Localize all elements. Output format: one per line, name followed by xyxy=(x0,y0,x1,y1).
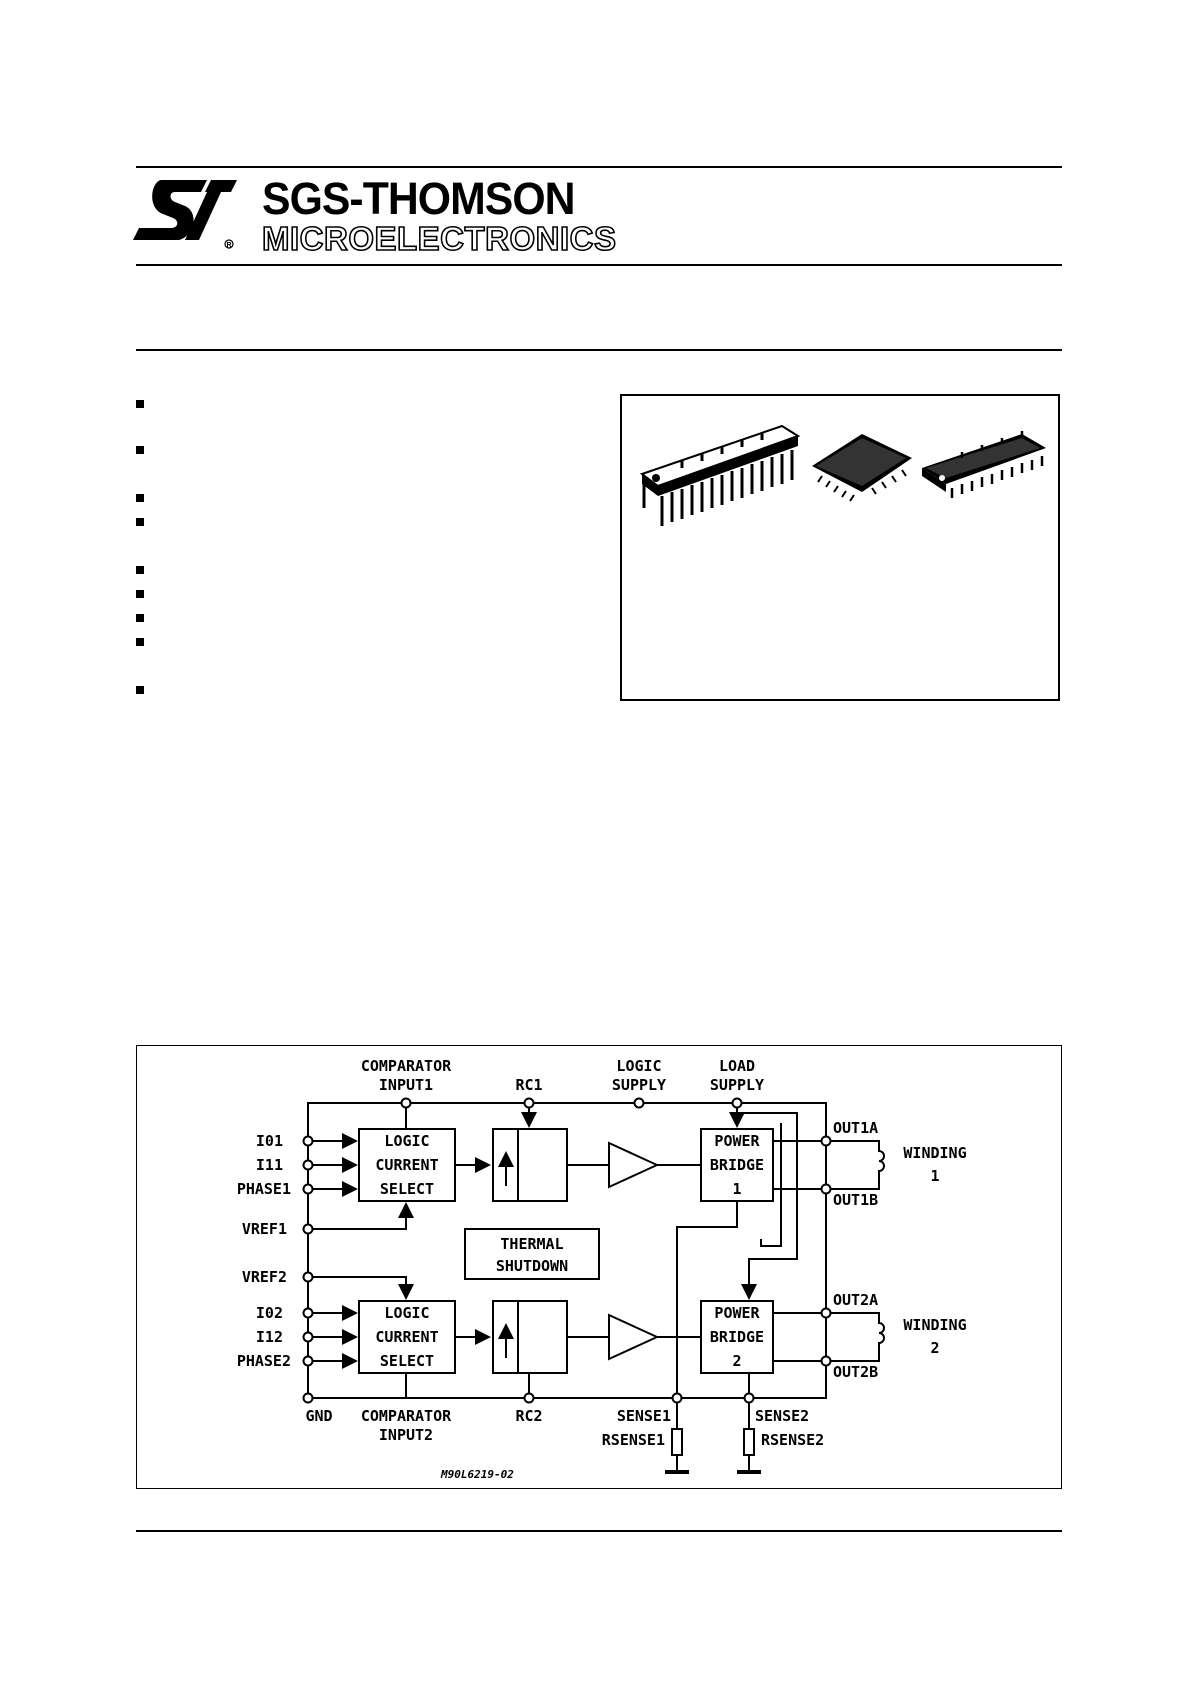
comparator-block-2 xyxy=(492,1300,568,1374)
feature-bullet xyxy=(136,494,144,502)
label-winding2-number: 2 xyxy=(930,1339,939,1357)
label-gnd: GND xyxy=(305,1407,332,1425)
logic1-line3: SELECT xyxy=(380,1180,434,1198)
label-sense2: SENSE2 xyxy=(755,1407,809,1425)
power1-line2: BRIDGE xyxy=(710,1156,764,1174)
label-vref1: VREF1 xyxy=(242,1220,287,1238)
winding-2-coil xyxy=(826,1312,885,1362)
svg-text:R: R xyxy=(227,242,232,249)
package-images xyxy=(639,424,1046,526)
label-winding1-number: 1 xyxy=(930,1167,939,1185)
label-rc2: RC2 xyxy=(515,1407,542,1425)
package-image-box xyxy=(620,394,1060,701)
rsense2-resistor xyxy=(743,1428,755,1456)
power2-line3: 2 xyxy=(732,1352,741,1370)
logic1-line2: CURRENT xyxy=(375,1156,438,1174)
label-out1a: OUT1A xyxy=(833,1119,878,1137)
ground-icon xyxy=(665,1470,689,1474)
label-winding1: WINDING xyxy=(903,1144,966,1162)
label-load-supply: SUPPLY xyxy=(710,1076,764,1094)
power2-line2: BRIDGE xyxy=(710,1328,764,1346)
label-i11: I11 xyxy=(256,1156,283,1174)
thermal-shutdown-block xyxy=(464,1228,600,1280)
label-logic-supply: SUPPLY xyxy=(612,1076,666,1094)
feature-bullet xyxy=(136,566,144,574)
plcc-package-icon xyxy=(812,434,912,502)
rsense1-resistor xyxy=(671,1428,683,1456)
logic2-line1: LOGIC xyxy=(384,1304,429,1322)
block-diagram-svg: COMPARATOR INPUT1 RC1 LOGIC SUPPLY LOAD … xyxy=(237,1057,967,1481)
amplifier-2 xyxy=(608,1313,660,1361)
st-logo-icon: R xyxy=(133,180,237,249)
label-comparator-input1: COMPARATOR xyxy=(361,1057,452,1075)
block-diagram: COMPARATOR INPUT1 RC1 LOGIC SUPPLY LOAD … xyxy=(136,1045,1062,1489)
feature-bullet xyxy=(136,518,144,526)
power2-line1: POWER xyxy=(714,1304,760,1322)
logic2-line3: SELECT xyxy=(380,1352,434,1370)
label-comparator-input2: INPUT2 xyxy=(379,1426,433,1444)
label-load-supply: LOAD xyxy=(719,1057,755,1075)
feature-bullet xyxy=(136,614,144,622)
title-rule xyxy=(136,349,1062,351)
amplifier-1 xyxy=(608,1141,660,1189)
label-phase2: PHASE2 xyxy=(237,1352,291,1370)
logic1-line1: LOGIC xyxy=(384,1132,429,1150)
label-winding2: WINDING xyxy=(903,1316,966,1334)
footer-rule xyxy=(136,1530,1062,1532)
label-out1b: OUT1B xyxy=(833,1191,878,1209)
label-comparator-input1: INPUT1 xyxy=(379,1076,433,1094)
label-rsense1: RSENSE1 xyxy=(602,1431,665,1449)
so-package-icon xyxy=(922,431,1046,498)
label-i02: I02 xyxy=(256,1304,283,1322)
figure-code: M90L6219-02 xyxy=(440,1468,514,1481)
label-rsense2: RSENSE2 xyxy=(761,1431,824,1449)
label-i01: I01 xyxy=(256,1132,283,1150)
label-i12: I12 xyxy=(256,1328,283,1346)
label-out2b: OUT2B xyxy=(833,1363,878,1381)
label-phase1: PHASE1 xyxy=(237,1180,291,1198)
label-logic-supply: LOGIC xyxy=(616,1057,661,1075)
feature-bullet xyxy=(136,590,144,598)
label-vref2: VREF2 xyxy=(242,1268,287,1286)
ground-icon xyxy=(737,1470,761,1474)
logic2-line2: CURRENT xyxy=(375,1328,438,1346)
thermal-line2: SHUTDOWN xyxy=(496,1257,568,1275)
power1-line1: POWER xyxy=(714,1132,760,1150)
label-rc1: RC1 xyxy=(515,1076,542,1094)
label-sense1: SENSE1 xyxy=(617,1407,671,1425)
comparator-block-1 xyxy=(492,1128,568,1202)
power1-line3: 1 xyxy=(732,1180,741,1198)
label-comparator-input2: COMPARATOR xyxy=(361,1407,452,1425)
header-bottom-rule xyxy=(136,264,1062,266)
dip-package-icon xyxy=(639,424,801,526)
thermal-line1: THERMAL xyxy=(500,1235,563,1253)
winding-1-coil xyxy=(826,1140,885,1190)
feature-bullet xyxy=(136,400,144,408)
brand-name: SGS-THOMSON xyxy=(262,173,576,224)
brand-subtitle: MICROELECTRONICS xyxy=(261,220,617,257)
feature-bullet xyxy=(136,446,144,454)
header-top-rule xyxy=(136,166,1062,168)
feature-bullet xyxy=(136,638,144,646)
feature-bullet xyxy=(136,686,144,694)
label-out2a: OUT2A xyxy=(833,1291,878,1309)
